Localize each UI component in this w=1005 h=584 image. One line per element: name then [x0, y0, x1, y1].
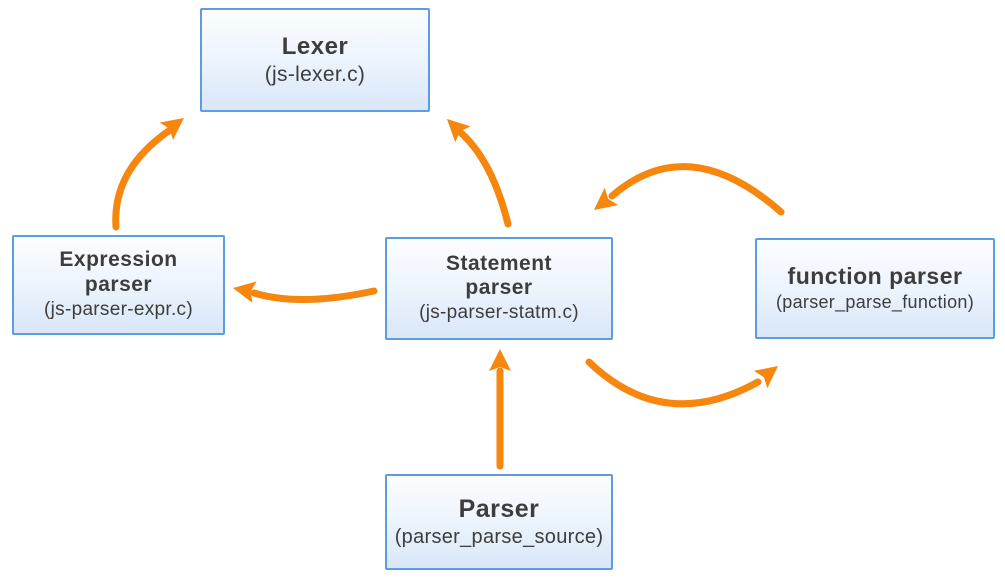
node-subtitle: (js-lexer.c)	[264, 63, 366, 87]
node-parser: Parser (parser_parse_source)	[385, 474, 613, 570]
arrow-tail	[608, 163, 785, 216]
arrowhead-icon	[233, 281, 257, 303]
node-title: Expression parser	[59, 248, 178, 296]
arrow-statement-parser-to-function-parser	[585, 358, 778, 408]
arrow-statement-parser-to-expression-parser	[233, 281, 378, 303]
node-title: Parser	[458, 494, 540, 523]
arrowhead-icon	[489, 349, 511, 371]
arrow-expression-parser-to-lexer	[112, 118, 184, 231]
node-expression-parser: Expression parser (js-parser-expr.c)	[12, 235, 225, 335]
node-title: function parser	[787, 263, 963, 290]
arrowhead-icon	[753, 366, 778, 389]
arrow-function-parser-to-statement-parser	[594, 163, 785, 216]
arrow-tail	[585, 358, 762, 408]
arrowhead-icon	[159, 118, 184, 140]
arrow-tail	[456, 128, 512, 228]
node-function-parser: function parser (parser_parse_function)	[755, 238, 995, 339]
arrowhead-icon	[447, 119, 471, 143]
arrowhead-icon	[594, 187, 619, 210]
node-lexer: Lexer (js-lexer.c)	[200, 8, 430, 112]
node-title: Statement parser	[445, 251, 553, 300]
arrow-statement-parser-to-lexer	[447, 119, 512, 228]
node-subtitle: (parser_parse_source)	[394, 526, 604, 549]
node-subtitle: (js-parser-statm.c)	[419, 302, 579, 324]
node-statement-parser: Statement parser (js-parser-statm.c)	[385, 237, 613, 340]
arrow-tail	[250, 287, 378, 303]
node-subtitle: (js-parser-expr.c)	[44, 298, 193, 320]
arrow-parser-to-statement-parser	[489, 349, 511, 470]
arrow-tail	[112, 126, 174, 231]
node-subtitle: (parser_parse_function)	[775, 291, 974, 312]
node-title: Lexer	[281, 32, 349, 60]
